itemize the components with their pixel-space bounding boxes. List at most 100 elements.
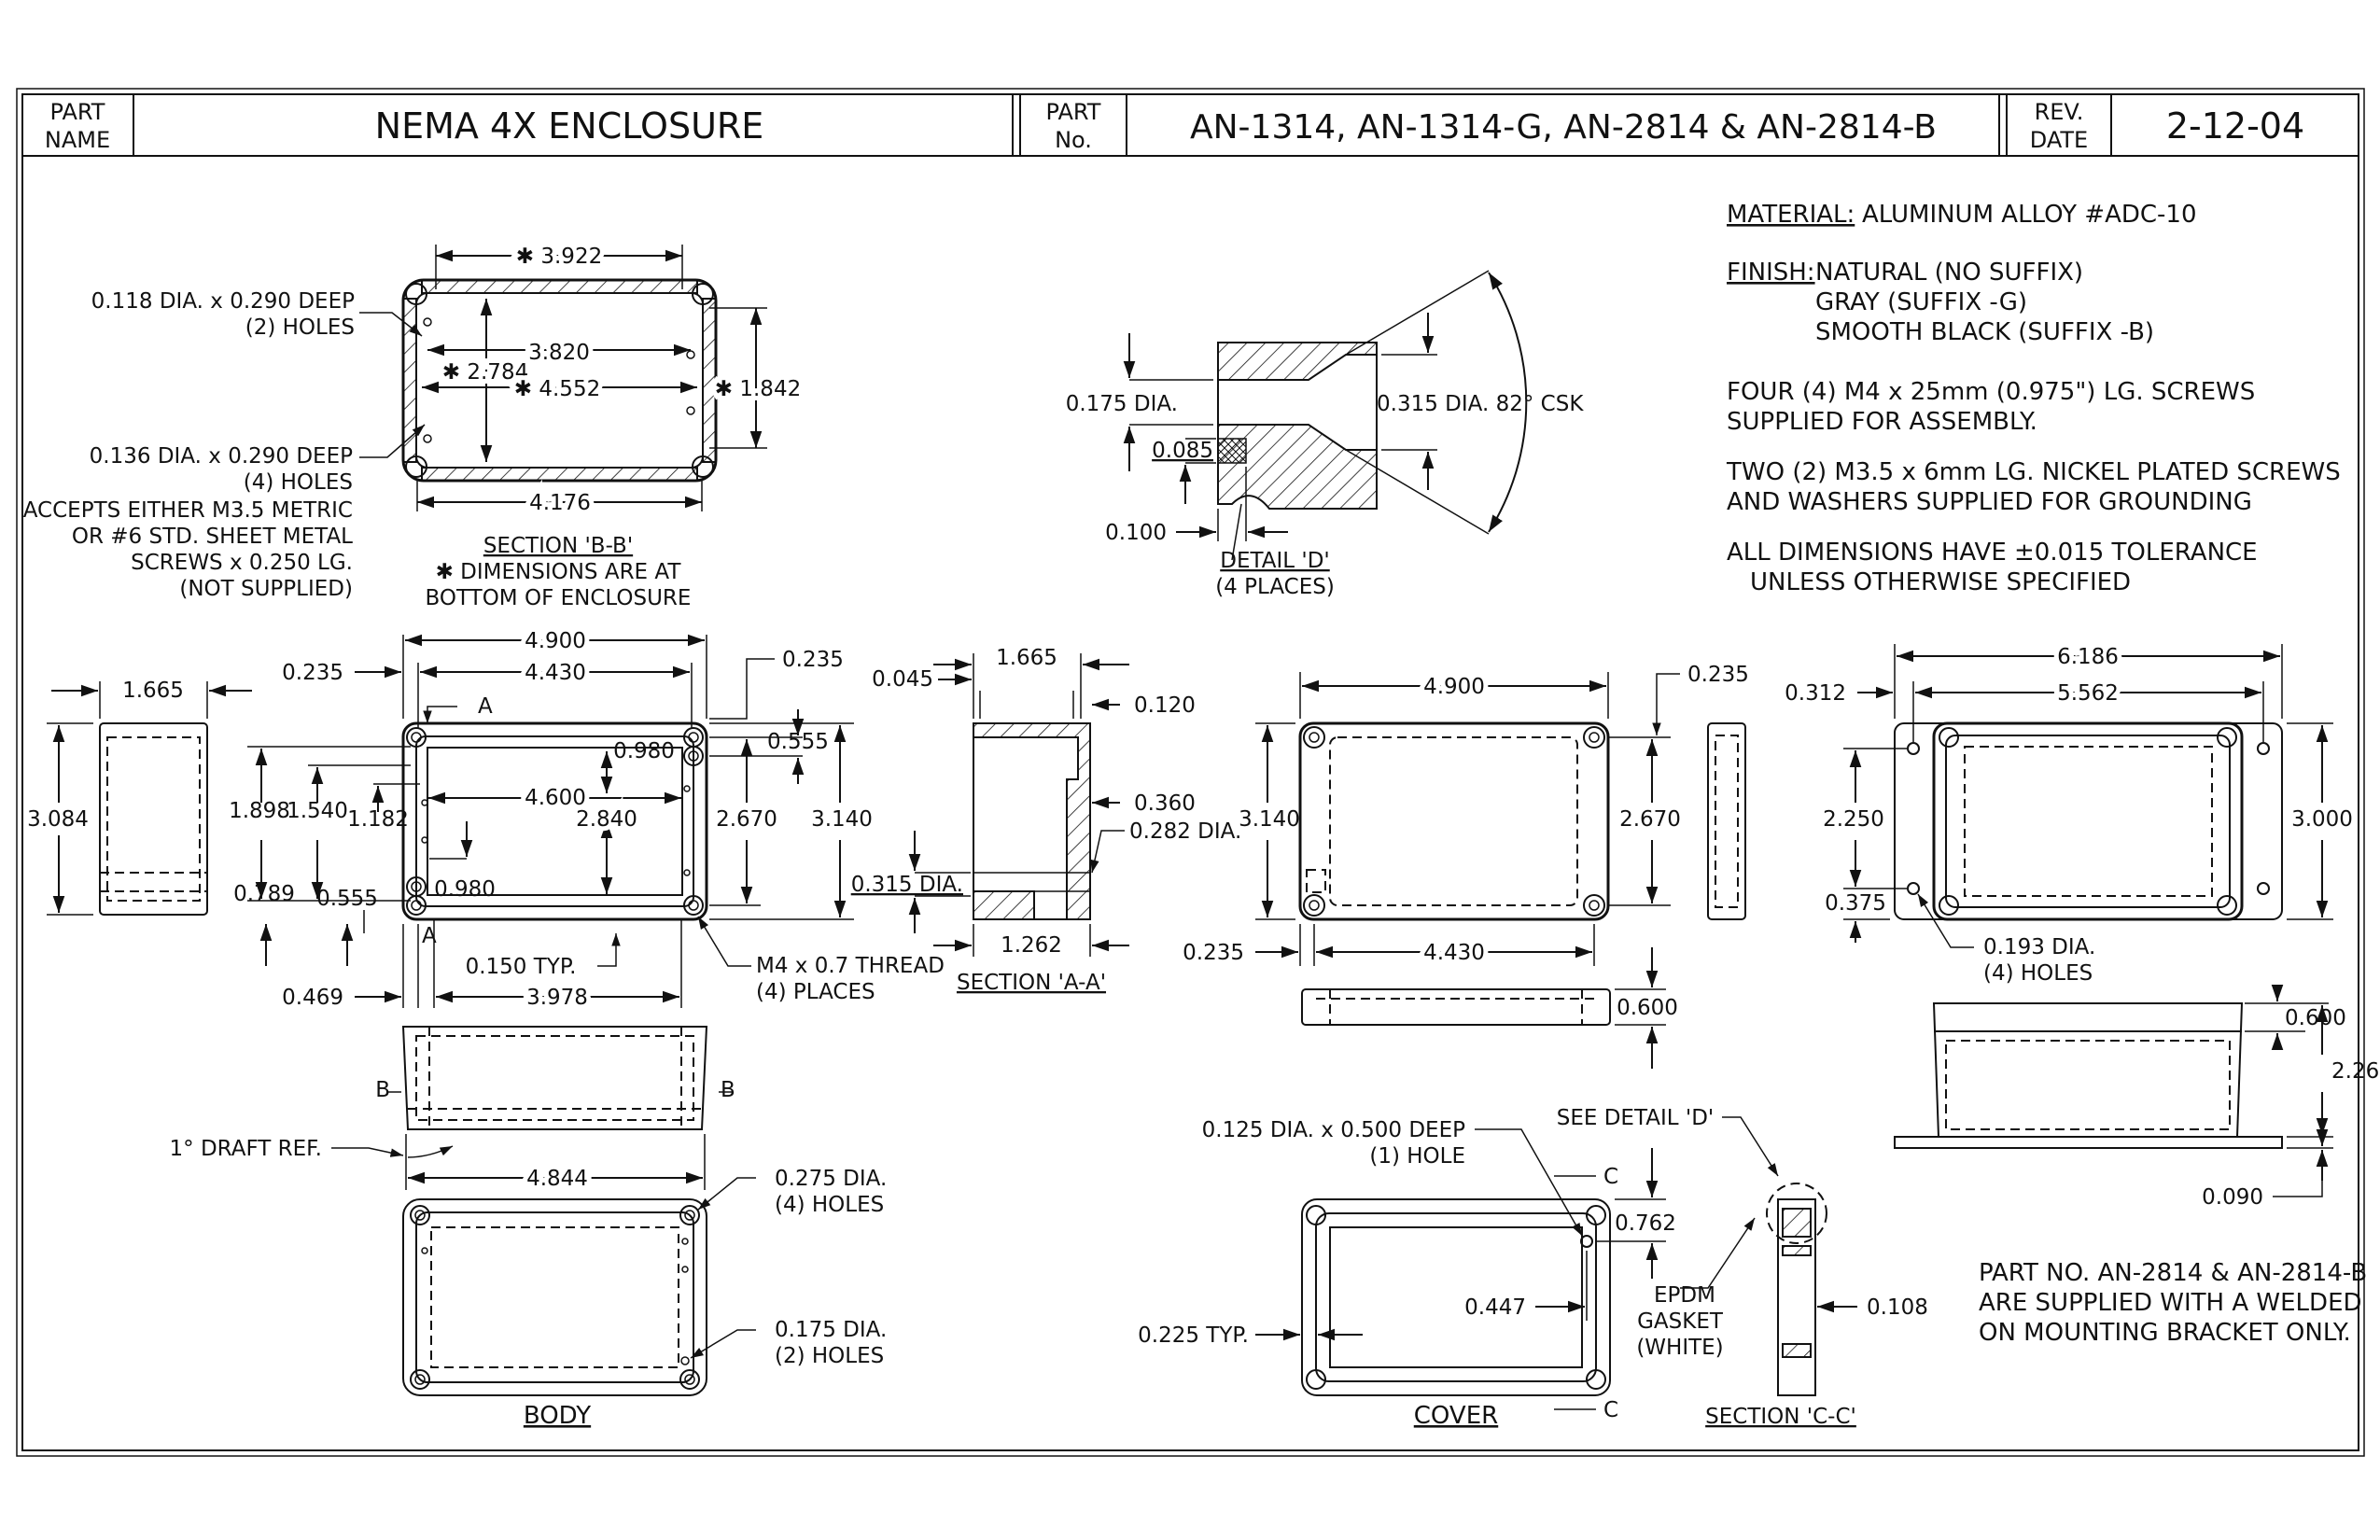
aa-dim-0315: 0.315 DIA. — [851, 873, 963, 897]
screws-1: FOUR (4) M4 x 25mm (0.975") LG. SCREWS — [1727, 378, 2255, 406]
gasket-2: GASKET — [1637, 1309, 1724, 1334]
material-label: MATERIAL: — [1727, 201, 1855, 229]
cc-dim-0108: 0.108 — [1867, 1295, 1928, 1320]
finish-3: SMOOTH BLACK (SUFFIX -B) — [1815, 318, 2154, 346]
body-dim-1540: 1.540 — [287, 799, 348, 823]
sheet-border-outer — [16, 88, 2365, 1457]
bb-accepts-4: (NOT SUPPLIED) — [179, 577, 353, 601]
cover-top-view: 4.900 0.235 2.670 3.140 0.235 4.430 0.60… — [1183, 663, 1749, 1069]
bb-dim-4176: 4.176 — [529, 491, 591, 515]
screws-2: SUPPLIED FOR ASSEMBLY. — [1727, 408, 2037, 436]
body-dim-2670: 2.670 — [716, 807, 777, 832]
part-no-label-2: No. — [1055, 127, 1092, 153]
body-dim-4900: 4.900 — [525, 629, 586, 653]
cover-dim-0235-right: 0.235 — [1687, 663, 1749, 687]
body-side-view: 1.665 3.084 — [27, 679, 252, 916]
bracket-dim-5562: 5.562 — [2057, 681, 2119, 706]
body-dim-0235-right: 0.235 — [782, 648, 844, 672]
ground-1: TWO (2) M3.5 x 6mm LG. NICKEL PLATED SCR… — [1726, 458, 2341, 486]
bb-star-note-2: BOTTOM OF ENCLOSURE — [426, 586, 692, 610]
body-dim-1182: 1.182 — [347, 807, 409, 832]
cover-see-detail: SEE DETAIL 'D' — [1557, 1106, 1714, 1130]
bracket-dim-0600: 0.600 — [2285, 1006, 2346, 1030]
bb-accepts-3: SCREWS x 0.250 LG. — [131, 551, 353, 575]
cover-caption: COVER — [1414, 1402, 1498, 1430]
aa-dim-0282: 0.282 DIA. — [1129, 819, 1241, 844]
bracket-dim-0375: 0.375 — [1825, 891, 1886, 916]
rev-label-1: REV. — [2035, 99, 2084, 125]
cover-dim-0762: 0.762 — [1615, 1211, 1676, 1236]
bb-hole-note-1: 0.118 DIA. x 0.290 DEEP — [91, 289, 355, 314]
body-dia-175-2: (2) HOLES — [775, 1344, 884, 1368]
body-bottom-view: 0.275 DIA. (4) HOLES 0.175 DIA. (2) HOLE… — [402, 1167, 887, 1430]
dd-dia-175: 0.175 DIA. — [1066, 392, 1178, 416]
body-dim-0555-right: 0.555 — [767, 730, 829, 754]
bracket-dim-6186: 6.186 — [2057, 645, 2119, 669]
tol-2: UNLESS OTHERWISE SPECIFIED — [1750, 568, 2131, 596]
body-dim-0555-left: 0.555 — [316, 887, 378, 911]
cover-dim-2670: 2.670 — [1619, 807, 1681, 832]
body-dim-0469: 0.469 — [282, 986, 343, 1010]
bb-accepts-2: OR #6 STD. SHEET METAL — [72, 525, 353, 549]
cover-dim-0447: 0.447 — [1464, 1295, 1526, 1320]
cover-dim-4430: 4.430 — [1423, 941, 1485, 965]
body-dim-1898: 1.898 — [229, 799, 290, 823]
bracket-front-view: 0.600 2.265 0.090 — [1894, 985, 2380, 1210]
body-dim-0235-left: 0.235 — [282, 661, 343, 685]
bracket-note-3: ON MOUNTING BRACKET ONLY. — [1979, 1319, 2351, 1347]
title-block: PART NAME NEMA 4X ENCLOSURE PART No. AN-… — [22, 94, 2359, 157]
part-name: NEMA 4X ENCLOSURE — [375, 105, 764, 147]
body-dim-4430: 4.430 — [525, 661, 586, 685]
bracket-dim-0090: 0.090 — [2202, 1185, 2263, 1210]
side-dim-1665: 1.665 — [122, 679, 184, 703]
dd-dim-100: 0.100 — [1105, 521, 1167, 545]
body-dia-275-2: (4) HOLES — [775, 1193, 884, 1217]
bracket-dia-2: (4) HOLES — [1983, 961, 2093, 986]
body-dia-275-1: 0.275 DIA. — [775, 1167, 887, 1191]
dd-csk: 0.315 DIA. 82° CSK — [1377, 392, 1584, 416]
rev-date: 2-12-04 — [2166, 105, 2304, 147]
bb-dim-3820: 3.820 — [528, 341, 590, 365]
section-bb-view: ✱ 3.922 3.820 ✱ 2.784 ✱ 4.552 ✱ 1.842 4.… — [23, 240, 806, 610]
body-front-view: B B 1° DRAFT REF. 4.844 — [170, 1026, 735, 1196]
finish-2: GRAY (SUFFIX -G) — [1815, 288, 2027, 316]
body-top-view: 4.900 4.430 0.235 0.235 0.555 0.980 4.60… — [229, 624, 945, 1015]
dd-dim-085: 0.085 — [1152, 439, 1213, 463]
aa-dim-1262: 1.262 — [1001, 933, 1062, 958]
aa-dim-0120: 0.120 — [1134, 693, 1196, 718]
bb-hole2-note-2: (4) HOLES — [244, 470, 353, 495]
body-dia-175-1: 0.175 DIA. — [775, 1318, 887, 1342]
body-sec-b-left: B — [375, 1078, 390, 1102]
body-dim-3978: 3.978 — [526, 986, 588, 1010]
aa-caption: SECTION 'A-A' — [957, 971, 1106, 995]
body-dim-4844: 4.844 — [526, 1167, 588, 1191]
cover-dim-0600: 0.600 — [1617, 996, 1678, 1020]
cover-dim-3140: 3.140 — [1239, 807, 1300, 832]
cover-hole-2: (1) HOLE — [1369, 1144, 1465, 1169]
body-sec-a-top: A — [478, 694, 493, 719]
body-sec-b-right: B — [721, 1078, 735, 1102]
bb-dim-1842: ✱ 1.842 — [715, 377, 801, 401]
ground-2: AND WASHERS SUPPLIED FOR GROUNDING — [1727, 488, 2252, 516]
part-no: AN-1314, AN-1314-G, AN-2814 & AN-2814-B — [1190, 108, 1937, 147]
bracket-note-2: ARE SUPPLIED WITH A WELDED — [1979, 1289, 2362, 1317]
notes-block: MATERIAL: ALUMINUM ALLOY #ADC-10 FINISH:… — [1726, 201, 2367, 1347]
material-value: ALUMINUM ALLOY #ADC-10 — [1862, 201, 2197, 229]
cover-sec-c-top: C — [1603, 1165, 1618, 1189]
bracket-dim-2250: 2.250 — [1823, 807, 1884, 832]
bracket-top-view: 6.186 5.562 0.312 2.250 0.375 3.000 0.19… — [1785, 640, 2353, 986]
aa-dim-0360: 0.360 — [1134, 791, 1196, 816]
bb-dim-3922: ✱ 3.922 — [516, 245, 602, 269]
bb-hole-note-2: (2) HOLES — [245, 315, 355, 340]
bracket-dim-0312: 0.312 — [1785, 681, 1846, 706]
rev-label-2: DATE — [2030, 127, 2088, 153]
part-name-label-1: PART — [50, 99, 105, 125]
part-no-label-1: PART — [1046, 99, 1101, 125]
bb-accepts-1: ACCEPTS EITHER M3.5 METRIC — [23, 498, 353, 523]
bb-caption: SECTION 'B-B' — [483, 534, 633, 558]
body-thread-1: M4 x 0.7 THREAD — [756, 954, 945, 978]
dd-caption: DETAIL 'D' — [1220, 549, 1330, 573]
section-aa-view: 1.665 0.045 0.120 0.360 0.282 DIA. 0.315… — [851, 646, 1242, 995]
bracket-dim-2265: 2.265 — [2331, 1059, 2380, 1084]
